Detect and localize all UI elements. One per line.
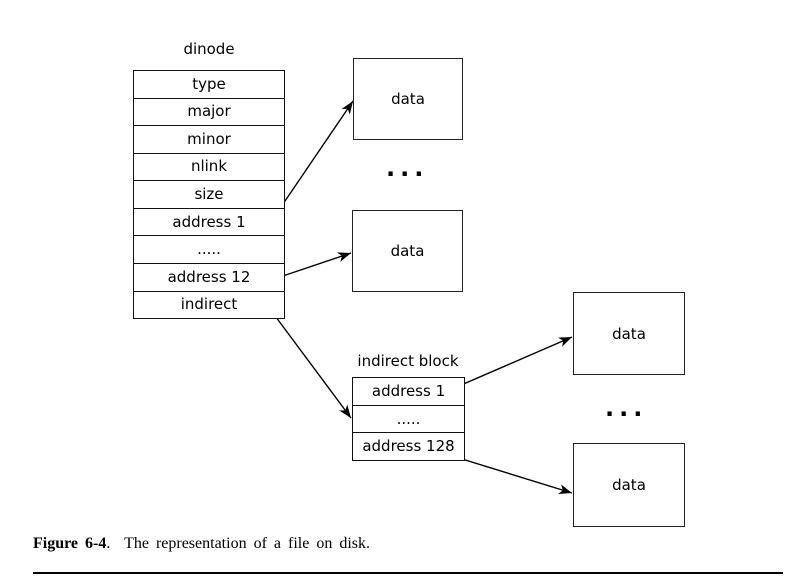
dinode-row-nlink: nlink	[134, 152, 284, 181]
dinode-row-type: type	[192, 74, 226, 93]
indirect-row-address1: address 1	[371, 381, 446, 400]
dinode-row-ellipsis: .....	[134, 235, 284, 263]
dinode-row-minor: minor	[134, 125, 284, 153]
arrow-indirect-to-indirect-block	[266, 304, 352, 419]
dinode-row-major: major	[134, 97, 284, 126]
ellipsis-between-data-blocks-right: ...	[605, 394, 648, 422]
dinode-row-address12: address 12	[134, 262, 284, 291]
data-block-1: data	[353, 58, 463, 140]
indirect-block-table: address 1 ..... address 128	[352, 377, 465, 461]
data-block-3: data	[573, 292, 685, 375]
indirect-row-address128: address 128	[353, 432, 464, 460]
figure-caption-text: . The representation of a file on disk.	[106, 535, 370, 552]
ellipsis-between-data-blocks-left: ...	[386, 154, 429, 182]
dinode-row-address1: address 1	[134, 207, 284, 236]
dinode-table: type major minor nlink size address 1 ..…	[133, 70, 285, 319]
dinode-row-indirect: indirect	[134, 290, 284, 319]
bottom-rule	[33, 572, 783, 574]
data-block-2: data	[352, 210, 463, 292]
figure-caption-label: Figure 6-4	[33, 535, 107, 552]
figure-caption: Figure 6-4. The representation of a file…	[33, 535, 370, 553]
dinode-row-size: size	[134, 180, 284, 208]
indirect-row-ellipsis: .....	[353, 404, 464, 433]
indirect-block-title: indirect block	[357, 352, 459, 370]
arrow-indaddr1-to-data3	[451, 336, 573, 390]
data-block-4: data	[573, 443, 685, 527]
dinode-title: dinode	[183, 40, 235, 58]
arrow-indaddr128-to-data4	[448, 454, 573, 494]
